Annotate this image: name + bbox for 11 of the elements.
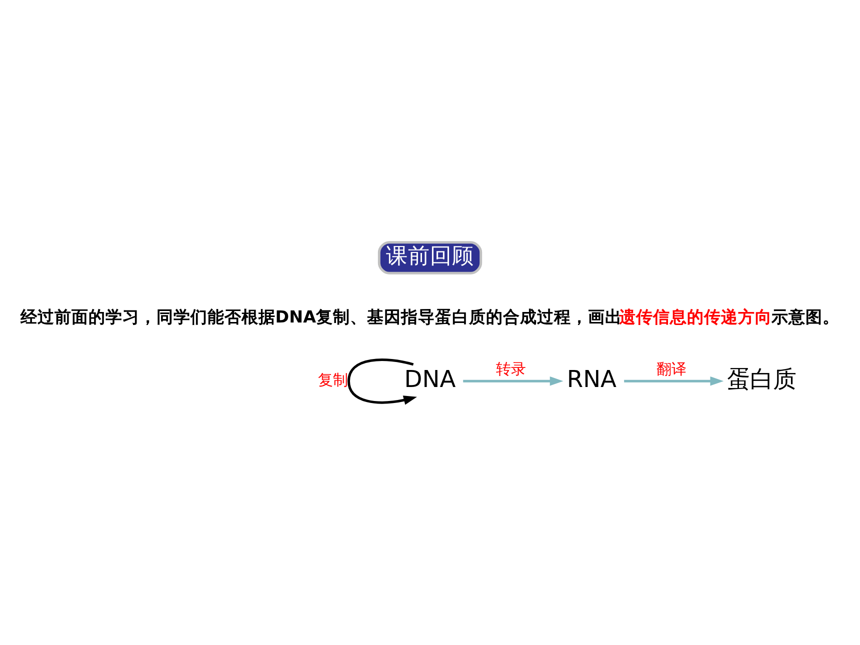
edge-label: 翻译 bbox=[656, 360, 687, 378]
arrow bbox=[463, 376, 564, 386]
label: 经过前面的学习，同学们能否根据DNA复制、基因指导蛋白质的合成过程，画出遗传信息的传递方向示意图。 bbox=[20, 307, 840, 326]
node-text: DNA bbox=[404, 364, 456, 393]
edge-label: 转录 bbox=[496, 360, 526, 378]
arrow bbox=[624, 376, 724, 386]
node-text: RNA bbox=[566, 364, 617, 393]
node-box: 课前回顾 bbox=[378, 241, 482, 274]
edge-label: 复制 bbox=[318, 370, 348, 389]
node-text: 蛋白质 bbox=[727, 364, 796, 393]
arrow bbox=[347, 358, 417, 405]
